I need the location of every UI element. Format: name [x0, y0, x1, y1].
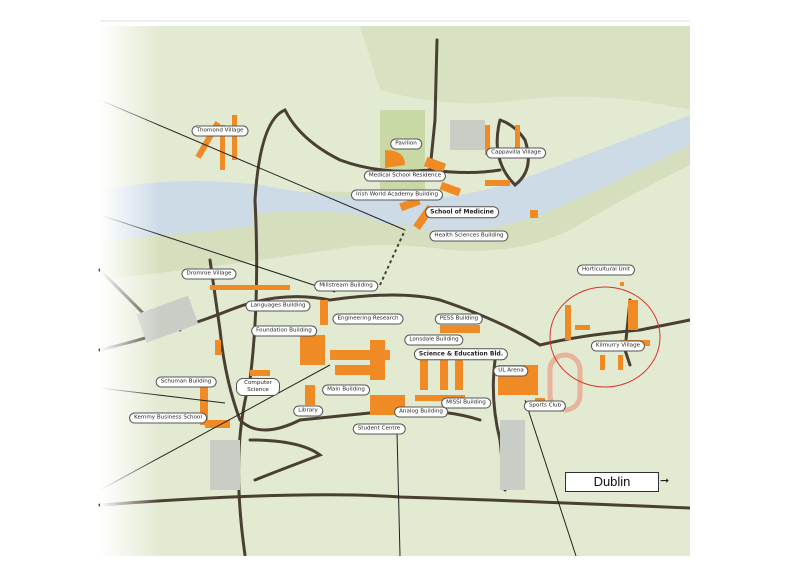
map-label-cappavilla-village[interactable]: Cappavilla Village	[486, 147, 546, 159]
map-label-analog[interactable]: Analog Building	[394, 406, 448, 418]
map-label-lonsdale[interactable]: Lonsdale Building	[404, 334, 464, 346]
map-label-medical-school-residence[interactable]: Medical School Residence	[363, 170, 447, 182]
map-label-foundation[interactable]: Foundation Building	[251, 325, 317, 337]
river	[100, 115, 690, 240]
highlight-circle-kilmurry	[549, 286, 661, 388]
map-label-sports-club[interactable]: Sports Club	[523, 400, 567, 412]
footbridge	[379, 229, 406, 286]
map-label-ul-arena[interactable]: UL Arena	[493, 365, 529, 377]
map-label-student-centre[interactable]: Student Centre	[352, 423, 406, 435]
left-fade	[100, 26, 160, 556]
map-label-missi[interactable]: MISSI Building	[441, 397, 491, 409]
map-label-languages[interactable]: Languages Building	[245, 300, 311, 312]
map-label-kemmy[interactable]: Kemmy Business School	[129, 412, 207, 424]
map-label-schuman[interactable]: Schuman Building	[155, 376, 217, 388]
map-label-millstream[interactable]: Millstream Building	[314, 280, 378, 292]
map-label-thomond-village[interactable]: Thomond Village	[191, 125, 249, 137]
island	[250, 211, 380, 238]
map-label-engineering-research[interactable]: Engineering Research	[332, 313, 404, 325]
map-label-kilmurry-village[interactable]: Kilmurry Village	[590, 340, 646, 352]
map-label-irish-world-academy[interactable]: Irish World Academy Building	[350, 189, 444, 201]
map-label-science-education[interactable]: Science & Education Bld.	[413, 348, 509, 360]
map-label-library[interactable]: Library	[293, 405, 323, 417]
map-label-horticultural-unit[interactable]: Horticultural Unit	[576, 264, 636, 276]
map-label-computer-science[interactable]: Computer Science	[236, 378, 280, 396]
arrow-right-icon: ➞	[660, 474, 670, 487]
map-label-dromroe-village[interactable]: Dromroe Village	[181, 268, 237, 280]
running-track	[547, 352, 583, 413]
map-label-pavilion[interactable]: Pavilion	[390, 138, 422, 150]
map-label-health-sciences[interactable]: Health Sciences Building	[429, 230, 509, 242]
map-label-school-of-medicine[interactable]: School of Medicine	[425, 206, 499, 218]
map-label-pess[interactable]: PESS Building	[434, 313, 484, 325]
field	[360, 26, 690, 110]
dublin-direction-sign: Dublin	[565, 472, 659, 492]
map-label-main-building[interactable]: Main Building	[322, 384, 370, 396]
